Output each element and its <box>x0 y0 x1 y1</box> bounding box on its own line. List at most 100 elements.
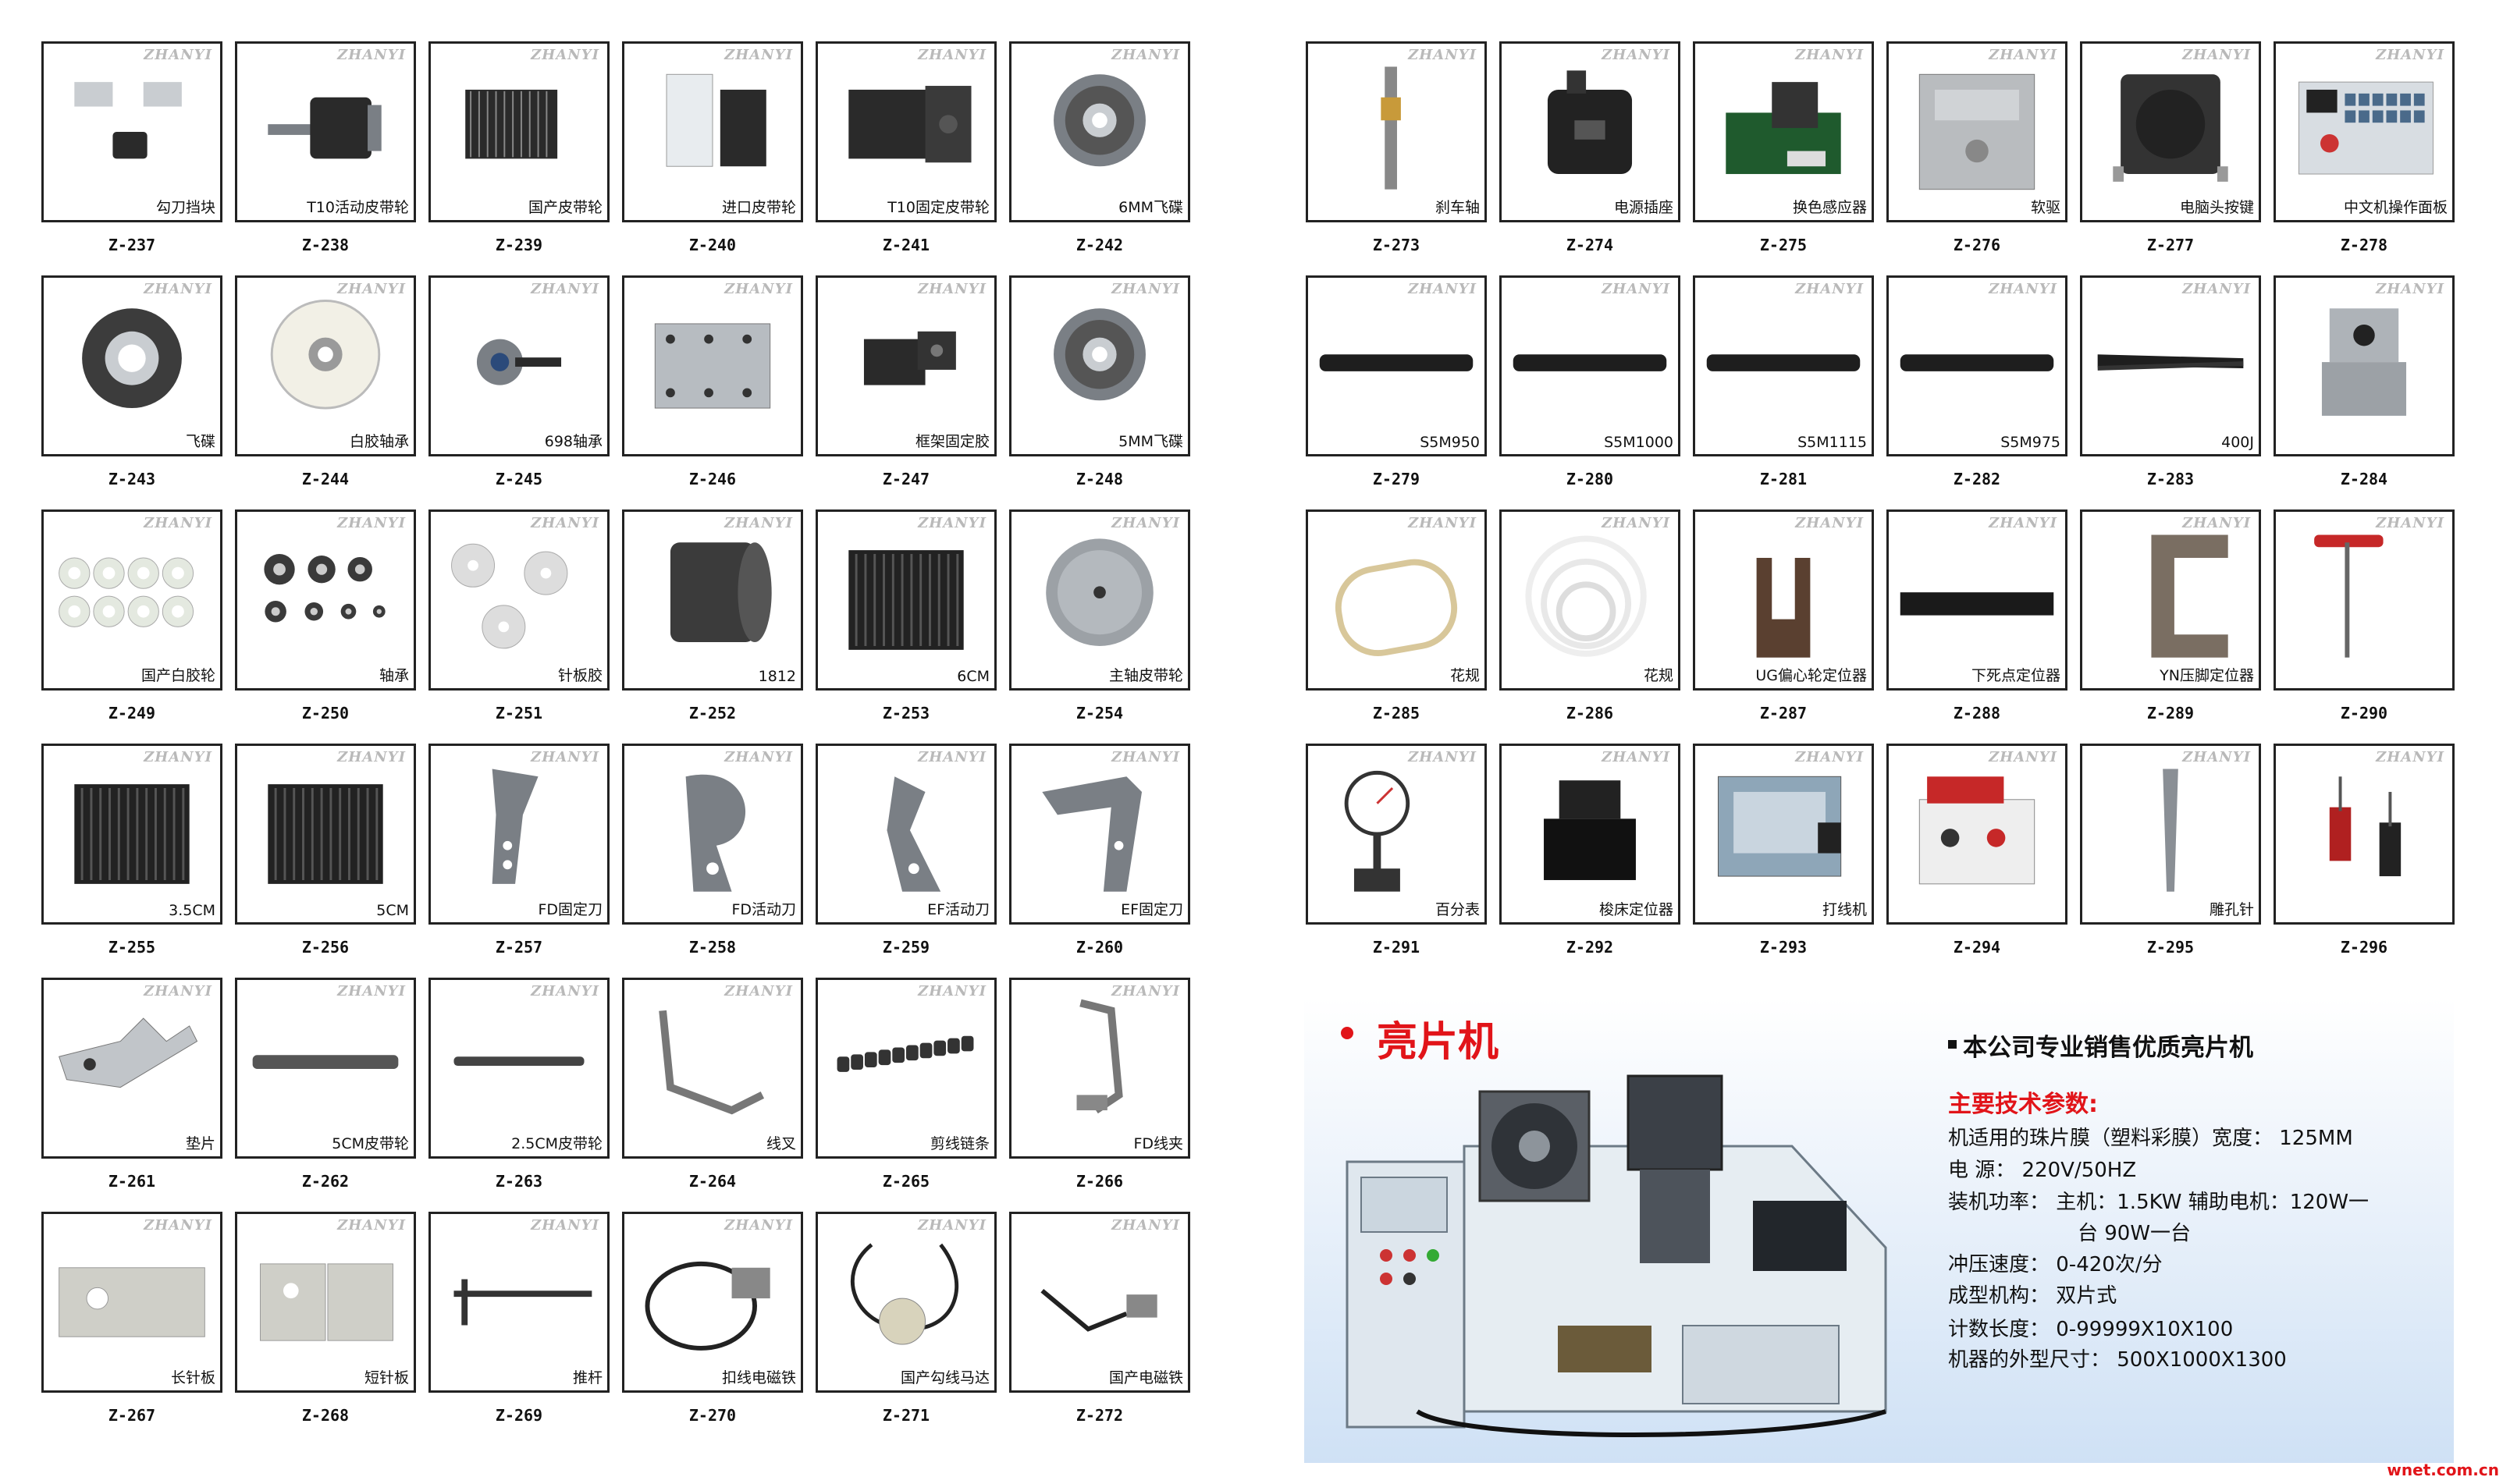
grooved-plate-icon <box>268 784 383 884</box>
product-image-Z-274: ZHANYI 电源插座 <box>1499 41 1680 222</box>
product-name: 698轴承 <box>544 433 603 450</box>
product-image-Z-281: ZHANYI S5M1115 <box>1693 275 1874 456</box>
product-name: 6CM <box>957 668 990 685</box>
belt-loop-icon <box>2097 354 2244 371</box>
watermark: ZHANYI <box>1795 47 1864 63</box>
spec-line: 成型机构： 双片式 <box>1948 1284 2117 1308</box>
product-name: 百分表 <box>1435 901 1480 918</box>
product-name: S5M1000 <box>1604 434 1673 451</box>
product-code: Z-237 <box>108 236 156 254</box>
watermark: ZHANYI <box>1602 515 1670 531</box>
disc-icon <box>1046 538 1154 646</box>
cylinder-icon <box>670 542 772 643</box>
promo-bullet-dot <box>1341 1027 1353 1039</box>
spec-line: 电 源： 220V/50HZ <box>1948 1159 2137 1182</box>
product-name: 国产电磁铁 <box>1108 1369 1183 1386</box>
product-name: 花规 <box>1449 667 1480 684</box>
watermark: ZHANYI <box>2182 515 2251 531</box>
product-image-Z-255: ZHANYI 3.5CM <box>41 744 222 925</box>
product-image-Z-289: ZHANYI YN压脚定位器 <box>2080 509 2261 691</box>
watermark: ZHANYI <box>144 1217 212 1234</box>
watermark: ZHANYI <box>2182 47 2251 63</box>
watermark: ZHANYI <box>724 47 793 63</box>
product-code: Z-279 <box>1372 470 1420 488</box>
product-image-Z-240: ZHANYI 进口皮带轮 <box>622 41 803 222</box>
watermark: ZHANYI <box>2376 749 2444 765</box>
needle-plate-short-icon <box>259 1263 393 1341</box>
watermark: ZHANYI <box>337 983 406 999</box>
product-code: Z-294 <box>1953 938 2001 957</box>
product-code: Z-241 <box>882 236 930 254</box>
footer-url-suffix: .com.cn <box>2430 1461 2499 1479</box>
product-image-Z-285: ZHANYI 花规 <box>1306 509 1487 691</box>
watermark: ZHANYI <box>1989 47 2057 63</box>
dial-gauge-icon <box>1344 770 1410 892</box>
product-name: S5M950 <box>1420 434 1480 451</box>
product-code: Z-254 <box>1075 704 1124 722</box>
product-image-Z-260: ZHANYI EF固定刀 <box>1009 744 1190 925</box>
product-code: Z-239 <box>495 236 543 254</box>
product-name: 5CM <box>376 902 409 919</box>
product-name: EF固定刀 <box>1121 901 1183 918</box>
panel-icon <box>2298 81 2434 175</box>
knife-hook-icon <box>887 776 941 892</box>
product-image-Z-292: ZHANYI 梭床定位器 <box>1499 744 1680 925</box>
product-name: T10活动皮带轮 <box>307 199 409 216</box>
product-name: EF活动刀 <box>927 901 990 918</box>
product-name: 白胶轴承 <box>349 433 409 450</box>
product-image-Z-273: ZHANYI 刹车轴 <box>1306 41 1487 222</box>
footer-url-prefix: wnet <box>2387 1461 2431 1479</box>
block-dark-icon <box>863 331 956 385</box>
product-name: 打线机 <box>1822 901 1867 918</box>
product-code: Z-271 <box>882 1406 930 1425</box>
product-code: Z-272 <box>1075 1406 1124 1425</box>
product-name: 短针板 <box>364 1369 409 1386</box>
product-code: Z-288 <box>1953 704 2001 722</box>
product-image-Z-254: ZHANYI 主轴皮带轮 <box>1009 509 1190 691</box>
product-image-Z-253: ZHANYI 6CM <box>816 509 997 691</box>
product-image-Z-251: ZHANYI 针板胶 <box>428 509 610 691</box>
product-image-Z-279: ZHANYI S5M950 <box>1306 275 1487 456</box>
winder-icon <box>1717 776 1842 877</box>
watermark: ZHANYI <box>337 749 406 765</box>
watermark: ZHANYI <box>531 1217 599 1234</box>
switch-icon <box>2113 74 2228 182</box>
product-code: Z-281 <box>1759 470 1808 488</box>
product-code: Z-264 <box>688 1172 737 1191</box>
watermark: ZHANYI <box>1111 1217 1180 1234</box>
bearing-set-icon <box>264 554 386 623</box>
product-name: 主轴皮带轮 <box>1108 667 1183 684</box>
product-name: 国产白胶轮 <box>140 667 215 684</box>
product-image-Z-264: ZHANYI 线叉 <box>622 978 803 1159</box>
product-image-Z-245: ZHANYI 698轴承 <box>428 275 610 456</box>
product-image-Z-247: ZHANYI 框架固定胶 <box>816 275 997 456</box>
watermark: ZHANYI <box>2182 749 2251 765</box>
pulley-icon <box>465 89 558 159</box>
product-name: 电源插座 <box>1613 199 1673 216</box>
product-name: 2.5CM皮带轮 <box>511 1135 603 1152</box>
product-name: YN压脚定位器 <box>2160 667 2254 684</box>
watermark: ZHANYI <box>144 515 212 531</box>
product-image-Z-291: ZHANYI 百分表 <box>1306 744 1487 925</box>
product-name: 花规 <box>1643 667 1673 684</box>
socket-icon <box>1547 70 1633 175</box>
u-block-icon <box>1756 557 1811 658</box>
watermark: ZHANYI <box>337 47 406 63</box>
product-image-Z-276: ZHANYI 软驱 <box>1886 41 2067 222</box>
product-name: S5M1115 <box>1797 434 1867 451</box>
solenoid-wire-icon <box>1040 1288 1157 1332</box>
product-code: Z-248 <box>1075 470 1124 488</box>
belt-icon <box>1513 354 1667 371</box>
watermark: ZHANYI <box>337 1217 406 1234</box>
product-image-Z-268: ZHANYI 短针板 <box>235 1212 416 1393</box>
product-code: Z-244 <box>301 470 350 488</box>
product-name: UG偏心轮定位器 <box>1755 667 1867 684</box>
product-code: Z-245 <box>495 470 543 488</box>
push-rod-icon <box>453 1279 592 1326</box>
solenoid-loop-icon <box>645 1261 770 1351</box>
specs-title: 主要技术参数: <box>1948 1091 2098 1118</box>
product-code: Z-292 <box>1566 938 1614 957</box>
knife-bar-icon <box>492 769 539 884</box>
product-image-Z-242: ZHANYI 6MM飞碟 <box>1009 41 1190 222</box>
product-name: 剪线链条 <box>930 1135 990 1152</box>
